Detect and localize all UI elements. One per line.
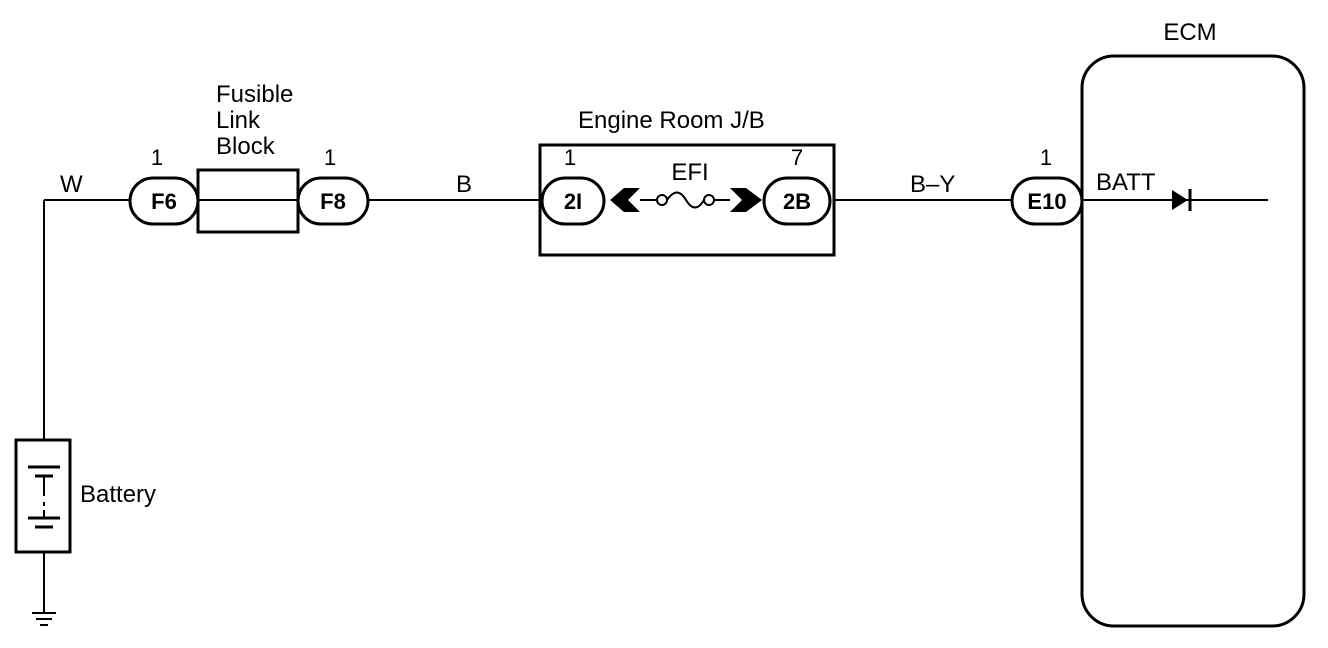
connector-e10-id: E10 (1027, 189, 1066, 214)
connector-2i-id: 2I (564, 189, 582, 214)
engine-room-jb (538, 143, 836, 257)
ground-icon (32, 612, 56, 626)
connector-2b-id: 2B (783, 189, 811, 214)
fusible-link-label-3: Block (216, 133, 276, 160)
ecm-box (1080, 54, 1306, 628)
fusible-link-label-1: Fusible (216, 81, 293, 108)
wire-label-b: B (456, 171, 472, 198)
diode-icon (1172, 189, 1192, 211)
battery-label: Battery (80, 481, 156, 508)
fuse-efi-label: EFI (671, 159, 708, 186)
wire-label-b-y: B–Y (910, 171, 955, 198)
battery-symbol (14, 438, 72, 554)
connector-f8-pin: 1 (324, 145, 336, 170)
connector-e10 (1010, 176, 1084, 226)
connector-e10-pin: 1 (1040, 145, 1052, 170)
ecm-label: ECM (1163, 19, 1216, 46)
connector-2i (540, 176, 606, 226)
connector-f6-id: F6 (151, 189, 177, 214)
connector-2b (762, 176, 832, 226)
fuse-efi-icon (610, 188, 762, 212)
connector-2b-pin: 7 (791, 145, 803, 170)
connector-2i-pin: 1 (564, 145, 576, 170)
connector-f8-id: F8 (320, 189, 346, 214)
engine-room-jb-label: Engine Room J/B (578, 107, 765, 134)
connector-f6-pin: 1 (151, 145, 163, 170)
fusible-link-label-2: Link (216, 107, 261, 134)
connector-f8 (296, 176, 370, 226)
ecm-batt-label: BATT (1096, 169, 1156, 196)
wire-label-w: W (60, 171, 83, 198)
